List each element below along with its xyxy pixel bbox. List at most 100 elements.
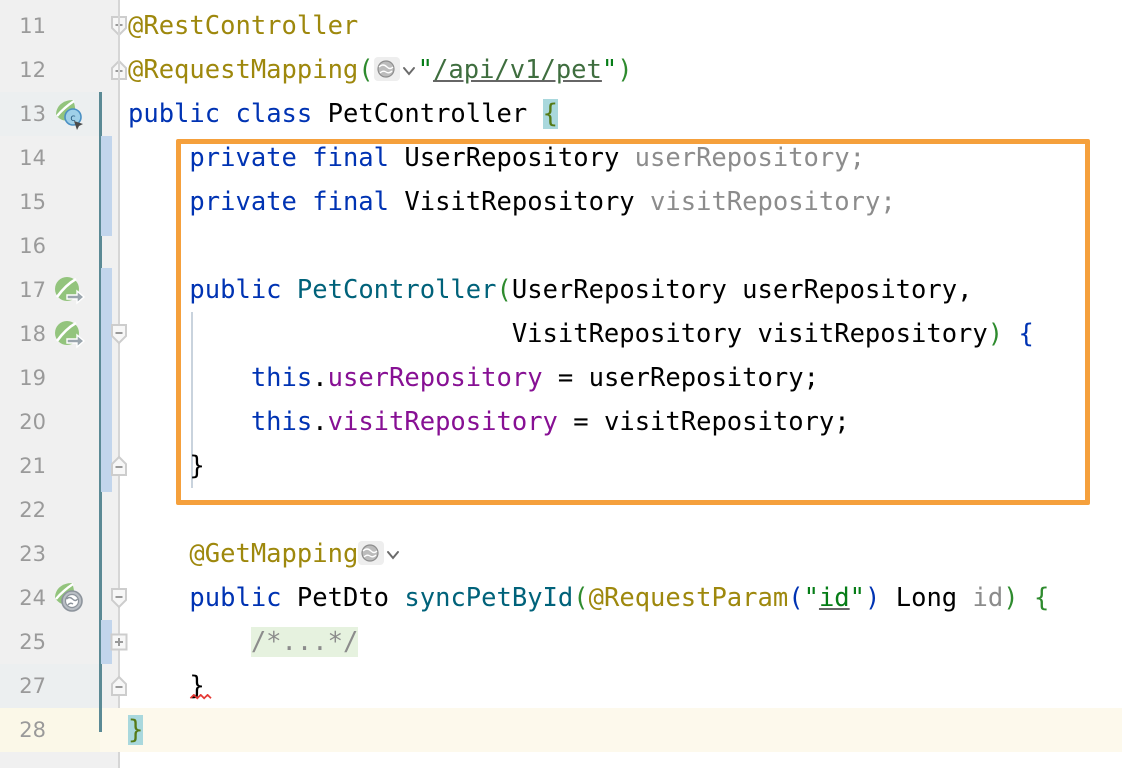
matching-brace-open: { [542, 99, 558, 129]
gutter-row-tint-13 [0, 92, 100, 136]
field-user-repository: userRepository [634, 143, 850, 173]
semicolon: ; [880, 187, 896, 217]
line-number: 14 [19, 146, 46, 170]
dot: . [312, 363, 328, 393]
vcs-change-bar-edge [99, 92, 102, 732]
rest-endpoint-icon[interactable] [52, 581, 86, 615]
line-number: 18 [19, 322, 46, 346]
annotation-request-param: @RequestParam [588, 583, 789, 613]
code-line-28[interactable]: } [128, 708, 144, 752]
line-number: 12 [19, 58, 46, 82]
paren-close: ) [1003, 583, 1019, 613]
indent-guide [191, 312, 193, 488]
class-name-pet-controller: PetController [327, 99, 528, 129]
gutter-separator [118, 0, 120, 768]
keyword-this: this [250, 407, 313, 437]
api-path-link[interactable]: /api/v1/pet [433, 55, 602, 85]
spring-bean-class-icon[interactable]: c [52, 97, 86, 131]
quote-close: " [601, 55, 618, 85]
line-number: 24 [19, 586, 46, 610]
line-number: 25 [19, 630, 46, 654]
brace-close: } [189, 671, 205, 701]
keyword-private: private [189, 187, 297, 217]
paren-open: ( [358, 55, 374, 85]
assign-operator: = [557, 363, 574, 393]
keyword-class: class [235, 99, 313, 129]
code-line-24[interactable]: public PetDto syncPetById(@RequestParam(… [128, 576, 1049, 620]
keyword-final: final [312, 143, 390, 173]
code-line-11[interactable]: @RestController [128, 4, 358, 48]
code-line-15[interactable]: private final VisitRepository visitRepos… [128, 180, 896, 224]
line-number: 11 [19, 14, 46, 38]
line-number: 28 [19, 718, 46, 742]
svg-text:c: c [70, 113, 76, 124]
globe-icon[interactable] [373, 52, 400, 81]
keyword-private: private [189, 143, 297, 173]
line-number: 16 [19, 234, 46, 258]
line-number: 15 [19, 190, 46, 214]
vcs-change-bar-3[interactable] [101, 620, 112, 664]
line-number: 23 [19, 542, 46, 566]
spring-autowired-dependency-icon[interactable] [52, 275, 86, 309]
request-param-name[interactable]: id [818, 583, 850, 613]
annotation-rest-controller: @RestController [128, 11, 359, 41]
quote-open: " [417, 55, 434, 85]
brace-close: } [189, 451, 205, 481]
gutter-white-strip [119, 0, 122, 768]
code-line-20[interactable]: this.visitRepository = visitRepository; [128, 400, 850, 444]
param-name-visit-repository: visitRepository [757, 319, 988, 349]
code-line-27[interactable]: } [128, 664, 205, 708]
param-type-visit-repository: VisitRepository [511, 319, 743, 349]
line-number: 22 [19, 498, 46, 522]
code-line-19[interactable]: this.userRepository = userRepository; [128, 356, 819, 400]
annotation-get-mapping: @GetMapping [189, 539, 359, 569]
vcs-change-bar-2[interactable] [101, 268, 112, 492]
line-number: 19 [19, 366, 46, 390]
line-number: 27 [19, 674, 46, 698]
matching-brace-close: } [128, 715, 144, 745]
line-number: 21 [19, 454, 46, 478]
constructor-name-pet-controller: PetController [296, 275, 497, 305]
paren-close: ) [617, 55, 633, 85]
current-line-highlight [0, 708, 1122, 752]
chevron-down-icon[interactable] [384, 534, 402, 560]
comma: , [957, 275, 973, 305]
globe-icon[interactable] [358, 536, 385, 565]
annotation-request-mapping: @RequestMapping [128, 55, 359, 85]
code-line-14[interactable]: private final UserRepository userReposit… [128, 136, 865, 180]
paren-close: ) [987, 319, 1004, 349]
paren-open: ( [788, 583, 804, 613]
gutter-row-tint-27 [0, 664, 100, 708]
param-type-user-repository: UserRepository [511, 275, 727, 305]
assign-operator: = [573, 407, 589, 437]
error-squiggle-icon [189, 694, 212, 700]
dot: . [312, 407, 328, 437]
line-number: 20 [19, 410, 46, 434]
field-ref-visit-repository: visitRepository [327, 407, 558, 437]
line-number: 13 [19, 102, 46, 126]
paren-close: ) [865, 583, 881, 613]
field-ref-user-repository: userRepository [327, 363, 543, 393]
code-line-17[interactable]: public PetController(UserRepository user… [128, 268, 972, 312]
paren-open: ( [496, 275, 512, 305]
keyword-public: public [128, 99, 221, 129]
type-user-repository: UserRepository [404, 143, 620, 173]
semicolon: ; [849, 143, 865, 173]
folded-comment-placeholder[interactable]: /*...*/ [250, 627, 359, 657]
code-line-21[interactable]: } [128, 444, 205, 488]
code-line-13[interactable]: public class PetController { [128, 92, 558, 136]
code-line-12[interactable]: @RequestMapping( "/api/v1/pet") [128, 48, 633, 92]
keyword-public: public [189, 583, 282, 613]
param-name-user-repository: userRepository [742, 275, 958, 305]
return-type-pet-dto: PetDto [296, 583, 390, 613]
chevron-down-icon[interactable] [400, 50, 418, 76]
type-visit-repository: VisitRepository [404, 187, 635, 217]
vcs-change-bar-1[interactable] [101, 136, 112, 236]
param-name-id: id [972, 583, 1004, 613]
code-line-18[interactable]: VisitRepository visitRepository) { [128, 312, 1034, 356]
spring-autowired-dependency-icon[interactable] [52, 319, 86, 353]
code-line-23[interactable]: @GetMapping [128, 532, 402, 576]
code-line-25[interactable]: /*...*/ [128, 620, 359, 664]
param-type-long: Long [895, 583, 958, 613]
